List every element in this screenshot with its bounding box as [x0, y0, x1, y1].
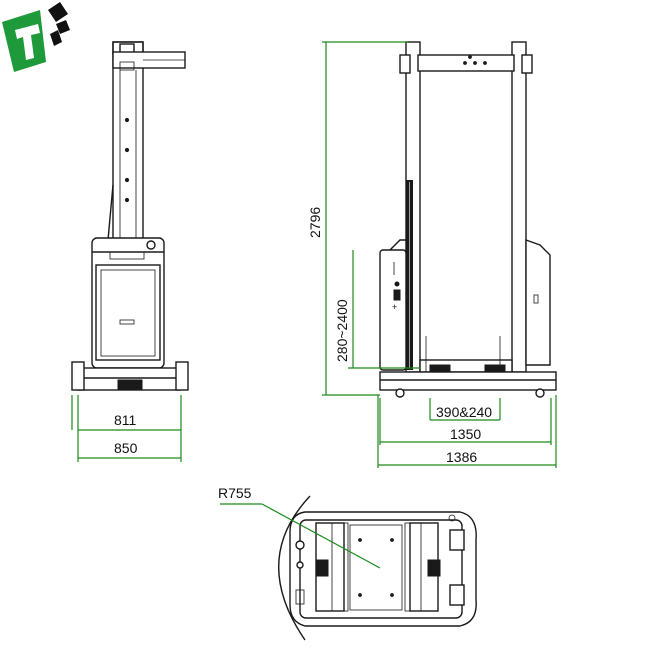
side-dimensions: 2796 280~2400 390&240 1350 1386 — [307, 41, 557, 468]
front-view — [71, 41, 189, 391]
dimension-280-2400: 280~2400 — [334, 299, 350, 362]
mast-column — [112, 41, 144, 243]
mast-right — [511, 41, 527, 373]
dimension-1386: 1386 — [446, 449, 477, 465]
side-view: + — [379, 41, 557, 398]
front-dimensions: 811 850 — [71, 395, 182, 462]
turning-arc — [278, 495, 311, 641]
dimension-390-240: 390&240 — [436, 404, 492, 420]
dimension-1350: 1350 — [450, 426, 481, 442]
front-panel — [95, 264, 161, 361]
dimension-850: 850 — [114, 440, 138, 456]
dimension-2796: 2796 — [307, 207, 323, 238]
dimension-811: 811 — [114, 412, 137, 428]
dimension-r755: R755 — [218, 485, 252, 501]
side-base — [379, 371, 557, 391]
top-view: R755 — [218, 485, 477, 641]
svg-text:+: + — [392, 302, 397, 312]
company-logo — [2, 2, 70, 72]
